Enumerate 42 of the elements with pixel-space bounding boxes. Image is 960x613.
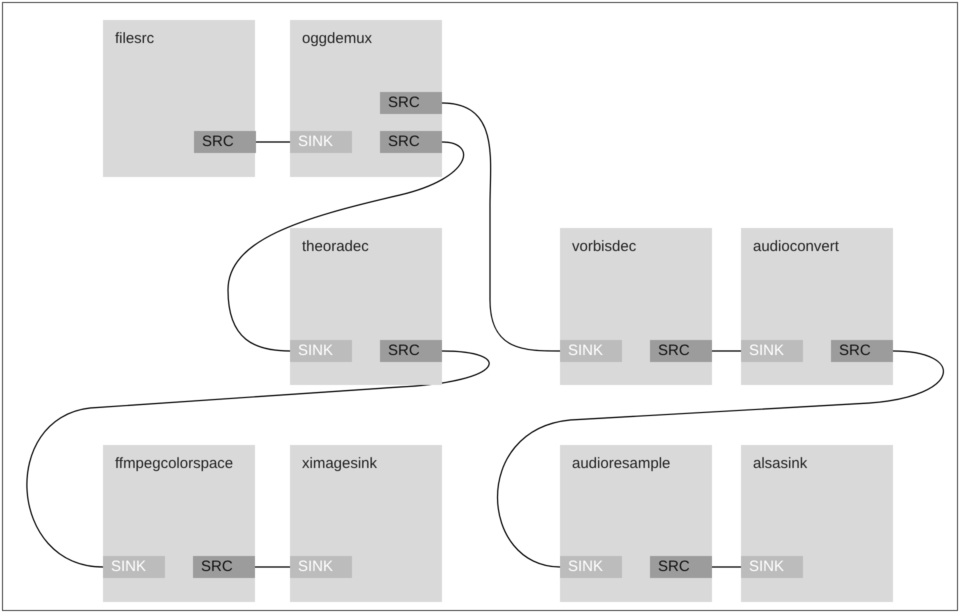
sink-pad: SINK: [741, 556, 803, 578]
element-box: [103, 445, 255, 602]
element-name: alsasink: [753, 455, 808, 472]
element-box: [290, 228, 442, 385]
element-box: [741, 445, 893, 602]
sink-pad: SINK: [103, 556, 165, 578]
element-name: filesrc: [115, 30, 154, 47]
element-name: ximagesink: [302, 455, 378, 472]
connector-line: [255, 566, 290, 568]
element-box: [560, 445, 712, 602]
element-name: vorbisdec: [572, 238, 636, 255]
src-pad: SRC: [831, 340, 893, 362]
src-pad: SRC: [194, 131, 256, 153]
src-pad: SRC: [650, 556, 712, 578]
src-pad: SRC: [380, 340, 442, 362]
element-name: ffmpegcolorspace: [115, 455, 234, 472]
element-box: [290, 20, 442, 177]
src-pad: SRC: [380, 131, 442, 153]
src-pad: SRC: [193, 556, 255, 578]
connector-line: [712, 566, 741, 568]
sink-pad: SINK: [741, 340, 803, 362]
sink-pad: SINK: [290, 131, 352, 153]
element-name: audioresample: [572, 455, 670, 472]
connector-line: [256, 141, 290, 143]
connector-line: [712, 350, 741, 352]
connector-line: [496, 350, 944, 568]
element-name: oggdemux: [302, 30, 372, 47]
connector-line: [442, 102, 560, 352]
sink-pad: SINK: [560, 556, 622, 578]
element-box: [290, 445, 442, 602]
element-box: [741, 228, 893, 385]
element-name: audioconvert: [753, 238, 839, 255]
src-pad: SRC: [380, 92, 442, 114]
sink-pad: SINK: [560, 340, 622, 362]
element-box: [560, 228, 712, 385]
connector-line: [227, 141, 464, 352]
element-name: theoradec: [302, 238, 369, 255]
element-box: [103, 20, 255, 177]
sink-pad: SINK: [290, 556, 352, 578]
connector-line: [26, 350, 490, 568]
src-pad: SRC: [650, 340, 712, 362]
sink-pad: SINK: [290, 340, 352, 362]
